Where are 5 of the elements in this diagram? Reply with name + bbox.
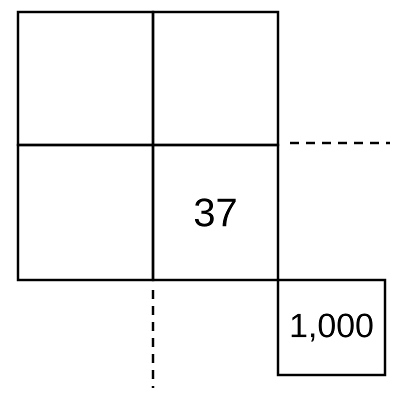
grid-cell: [16, 144, 154, 282]
number-box: 1,000: [276, 278, 386, 376]
grid-cell: [152, 10, 280, 146]
grid-cell: [16, 10, 154, 146]
number-box: 37: [152, 144, 280, 282]
